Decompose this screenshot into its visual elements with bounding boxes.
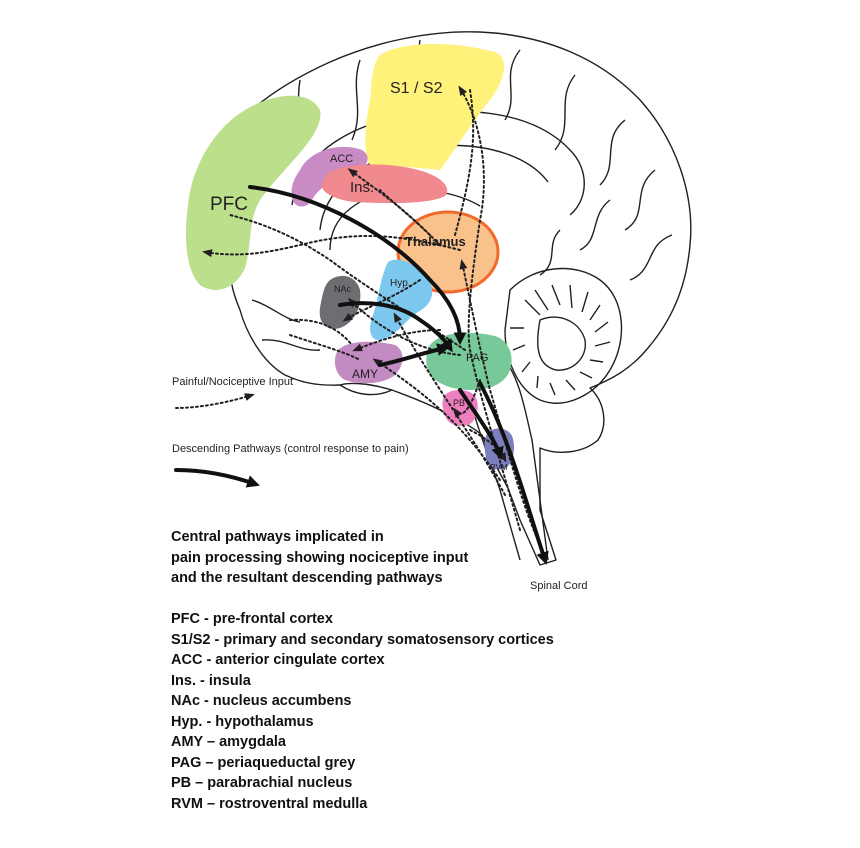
abbreviation-item: RVM – rostroventral medulla bbox=[171, 795, 368, 812]
abbreviation-item: PAG – periaqueductal grey bbox=[171, 754, 356, 771]
abbreviation-item: Hyp. - hypothalamus bbox=[171, 713, 314, 730]
legend-graphics bbox=[174, 393, 260, 488]
pb-label: PB bbox=[453, 398, 465, 408]
caption-line: pain processing showing nociceptive inpu… bbox=[171, 549, 469, 566]
pag-label: PAG bbox=[466, 352, 488, 364]
abbreviation-item: Ins. - insula bbox=[171, 672, 251, 689]
rvm-label: RVM bbox=[490, 463, 508, 472]
ins-label: Ins. bbox=[350, 179, 374, 196]
spinal-cord-label: Spinal Cord bbox=[530, 580, 588, 592]
caption-line: and the resultant descending pathways bbox=[171, 570, 443, 586]
abbreviation-item: S1/S2 - primary and secondary somatosens… bbox=[171, 631, 554, 648]
abbreviation-item: ACC - anterior cingulate cortex bbox=[171, 652, 385, 668]
abbreviation-item: NAc - nucleus accumbens bbox=[171, 693, 352, 709]
thalamus-label: Thalamus bbox=[405, 234, 466, 249]
legend-nociceptive-label: Painful/Nociceptive Input bbox=[172, 376, 294, 388]
amy-region bbox=[334, 341, 403, 384]
amy-label: AMY bbox=[352, 367, 378, 381]
abbreviation-item: AMY – amygdala bbox=[171, 734, 286, 750]
nac-label: NAc bbox=[334, 284, 352, 294]
pfc-label: PFC bbox=[210, 194, 248, 215]
abbreviation-item: PB – parabrachial nucleus bbox=[171, 775, 353, 791]
abbreviation-item: PFC - pre-frontal cortex bbox=[171, 611, 333, 627]
caption: Central pathways implicated in pain proc… bbox=[171, 527, 531, 589]
acc-label: ACC bbox=[330, 153, 353, 165]
s1s2-region bbox=[365, 44, 505, 171]
hyp-region bbox=[370, 259, 433, 341]
hyp-label: Hyp. bbox=[390, 278, 411, 289]
caption-line: Central pathways implicated in bbox=[171, 529, 384, 545]
descending-pathways bbox=[248, 185, 549, 565]
ins-region bbox=[321, 164, 448, 204]
s1s2-label: S1 / S2 bbox=[390, 80, 443, 97]
legend-dotted-arrow bbox=[175, 393, 255, 409]
legend-descending-label: Descending Pathways (control response to… bbox=[172, 443, 409, 455]
legend-bold-arrow bbox=[174, 468, 260, 488]
region-labels: S1 / S2 PFC ACC Ins. Thalamus Hyp. NAc A… bbox=[210, 80, 508, 472]
abbreviation-list: PFC - pre-frontal cortex S1/S2 - primary… bbox=[171, 609, 554, 814]
pfc-region bbox=[185, 95, 321, 290]
